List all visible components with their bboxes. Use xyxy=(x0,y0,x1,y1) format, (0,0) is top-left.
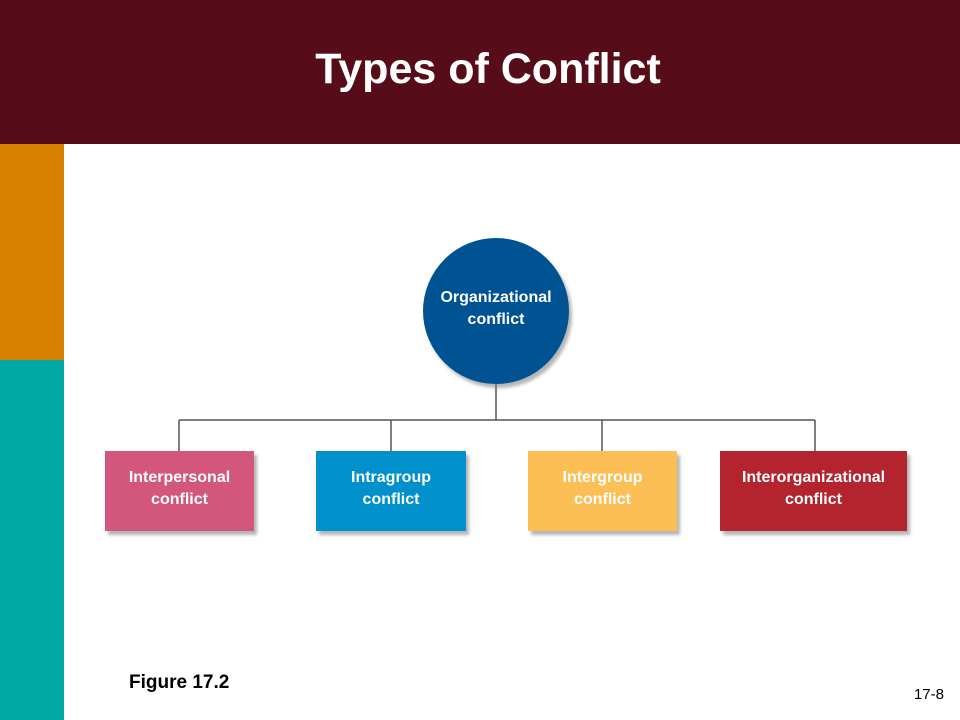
intergroup-conflict-label: Intergroup conflict xyxy=(562,469,643,508)
slide-number: 17-8 xyxy=(913,686,944,703)
intragroup-conflict-node: Intragroup conflict xyxy=(316,451,466,531)
interpersonal-conflict-node: Interpersonal conflict xyxy=(105,451,254,531)
organizational-conflict-label: Organizational conflict xyxy=(440,289,552,328)
figure-label: Figure 17.2 xyxy=(129,672,230,693)
accent-bar-teal xyxy=(0,360,64,720)
interpersonal-conflict-label: Interpersonal conflict xyxy=(128,469,231,508)
intragroup-conflict-label: Intragroup conflict xyxy=(351,469,431,508)
interorganizational-conflict-node: Interorganizational conflict xyxy=(720,451,907,531)
organizational-conflict-node: Organizational conflict xyxy=(423,238,569,384)
slide-title: Types of Conflict xyxy=(315,45,661,93)
accent-bar-orange xyxy=(0,144,64,360)
interorganizational-conflict-label: Interorganizational conflict xyxy=(741,469,886,508)
intergroup-conflict-node: Intergroup conflict xyxy=(528,451,677,531)
slide-header xyxy=(0,0,960,144)
